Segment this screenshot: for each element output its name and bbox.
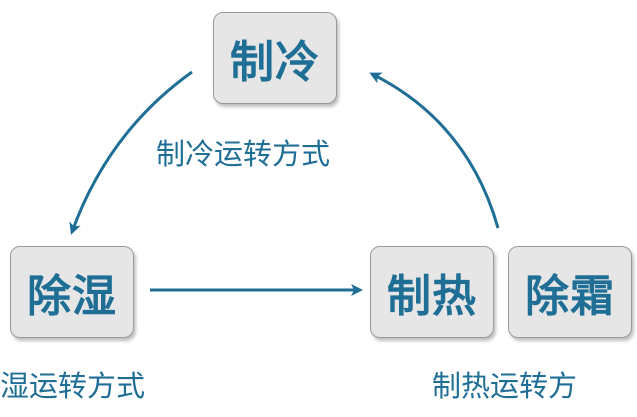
arrow-cooling-to-dehumidify: [69, 70, 193, 235]
label-cooling-mode: 制冷运转方式: [156, 137, 331, 171]
node-dehumidify: 除湿: [10, 246, 134, 338]
node-heating: 制热: [370, 246, 494, 338]
node-defrost: 除霜: [508, 246, 632, 338]
label-heating-mode: 制热运转方: [432, 369, 578, 403]
arrow-defrost-to-cooling: [369, 72, 500, 229]
node-cooling: 制冷: [213, 12, 337, 104]
label-dehumidify-mode: 湿运转方式: [0, 369, 146, 403]
